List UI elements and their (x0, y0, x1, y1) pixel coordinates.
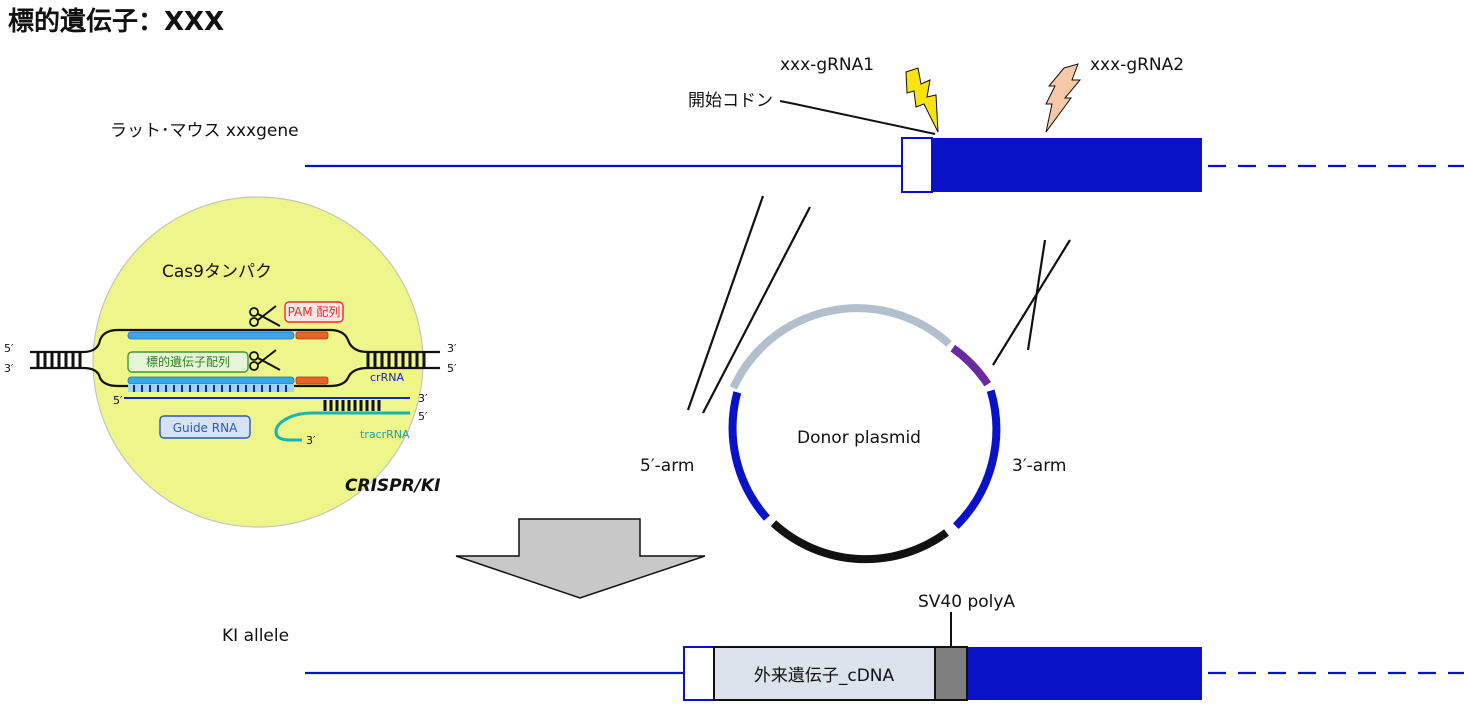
end-label-5prime: 5′ (113, 394, 123, 407)
grna2-label: xxx-gRNA2 (1090, 55, 1184, 75)
end-label-3prime: 3′ (418, 392, 428, 405)
donor-plasmid (728, 304, 1001, 564)
grna2-cut-icon (1045, 63, 1082, 133)
crossover-line (702, 206, 811, 414)
grna1-label: xxx-gRNA1 (780, 55, 874, 75)
guide-rna-label: Guide RNA (173, 421, 238, 435)
end-label-3prime: 3′ (306, 434, 316, 447)
end-label-3prime: 3′ (4, 362, 14, 375)
pam-label-box (284, 301, 344, 323)
crispr-ki-caption: CRISPR/KI (345, 476, 440, 496)
cas9-title: Cas9タンパク (162, 262, 272, 282)
start-codon-leader (779, 100, 936, 135)
wt-utr-box (901, 137, 933, 193)
end-label-5prime: 5′ (418, 410, 428, 423)
wt-exon-box (932, 138, 1202, 192)
left-arm-label: 5′-arm (640, 456, 694, 476)
target-seq-label: 標的遺伝子配列 (146, 354, 230, 369)
polya-label: SV40 polyA (918, 592, 1015, 612)
plasmid-black-segment (770, 520, 949, 564)
scissors-icon (249, 349, 281, 371)
plasmid-label: Donor plasmid (797, 428, 921, 448)
plasmid-purple-segment (950, 344, 992, 387)
rna-dna-duplex (128, 384, 294, 392)
crrna-label: crRNA (370, 371, 404, 384)
grna1-cut-icon (905, 67, 939, 133)
ki-allele-label: KI allele (222, 626, 289, 646)
target-seq-label-box (127, 351, 249, 373)
page-title: 標的遺伝子：XXX (8, 6, 224, 37)
dna-rungs-right (366, 352, 426, 368)
scissors-icon (249, 305, 281, 327)
end-label-3prime: 3′ (447, 342, 457, 355)
ki-cdna-label: 外来遺伝子_cDNA (754, 666, 895, 686)
wt-gene-label: ラット･マウス xxxgene (110, 121, 299, 141)
end-label-5prime: 5′ (4, 342, 14, 355)
right-arm-label: 3′-arm (1012, 456, 1066, 476)
plasmid-5arm-segment (728, 391, 770, 521)
start-codon-label: 開始コドン (688, 91, 773, 111)
plasmid-3arm-segment (952, 389, 1001, 530)
rna-dna-rungs (133, 385, 287, 392)
ki-exon-box (968, 647, 1202, 700)
crossover-line (686, 195, 765, 411)
ki-cdna-box (713, 646, 936, 701)
ki-utr-box (683, 646, 715, 701)
pam-bar-top (295, 331, 329, 340)
guide-rna-label-box (159, 415, 251, 439)
pam-bar-bottom (295, 376, 329, 385)
dna-top-strand (30, 328, 440, 354)
end-label-5prime: 5′ (447, 362, 457, 375)
target-dna-bar-bottom (127, 376, 295, 385)
result-arrow (455, 518, 706, 599)
tracrrna-strand (274, 411, 410, 442)
ki-polya-box (934, 646, 968, 701)
pam-label: PAM 配列 (288, 305, 341, 319)
crossover-line (992, 239, 1071, 366)
target-dna-bar-top (127, 331, 295, 340)
plasmid-backbone-arc (729, 304, 952, 390)
dna-rungs-left (36, 352, 82, 368)
tracrrna-label: tracrRNA (360, 428, 410, 441)
crrna-tracrrna-rungs (323, 400, 381, 411)
